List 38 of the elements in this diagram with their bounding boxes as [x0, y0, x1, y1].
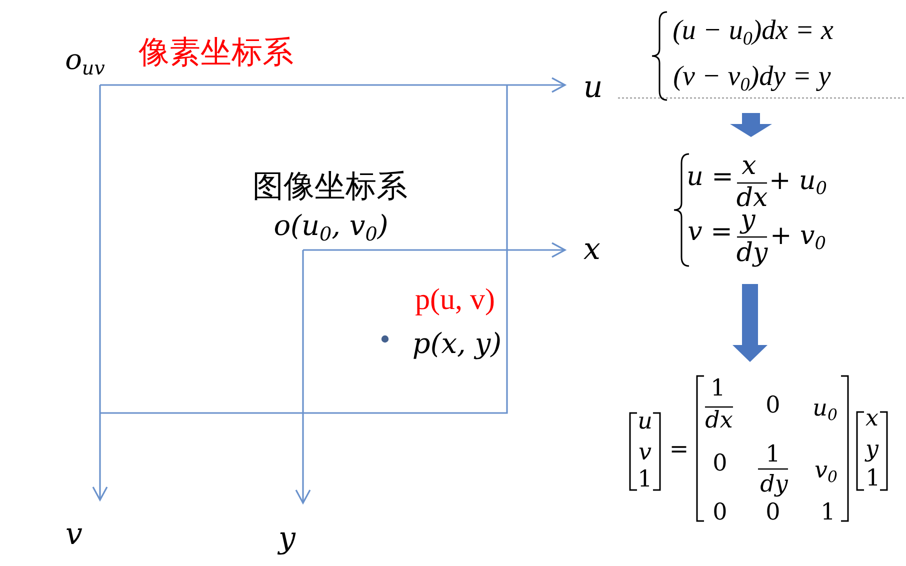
vector-entry: v: [638, 442, 652, 464]
axis-label: v: [66, 520, 82, 550]
vector-entry: 1: [866, 468, 880, 490]
fraction-denominator: dx: [705, 410, 733, 432]
coordinate-system-label: 图像坐标系: [252, 172, 408, 202]
equation-term: u =: [686, 164, 734, 190]
matrix-entry: 0: [712, 502, 728, 524]
equals-sign: =: [669, 438, 689, 462]
point-label: p(u, v): [415, 285, 495, 315]
equation-line: (u − u$_{0}$)dx = x: [672, 17, 834, 45]
matrix-entry: 0: [766, 394, 780, 418]
coordinate-system-label: 像素坐标系: [138, 38, 294, 68]
axis-label: u: [583, 73, 603, 103]
block-arrow: [730, 113, 772, 137]
matrix-entry: 0: [712, 452, 728, 476]
equation-term: v =: [688, 219, 732, 245]
axis-label: x: [584, 235, 600, 265]
vector-entry: u: [638, 410, 652, 434]
block-arrow: [732, 284, 768, 362]
vector-entry: x: [866, 408, 878, 430]
matrix-entry: v$_{0}$: [814, 460, 838, 482]
equation-term: + u$_{0}$: [768, 168, 828, 194]
fraction-numerator: 1: [766, 444, 780, 466]
vector-entry: 1: [638, 468, 652, 492]
origin-label: o$_{uv}$: [65, 46, 105, 74]
point-label: p(x, y): [412, 330, 502, 358]
fraction-denominator: dy: [736, 240, 768, 266]
axis-label: y: [278, 524, 296, 554]
fraction-numerator: 1: [710, 378, 726, 400]
equation-term: + v$_{0}$: [770, 223, 826, 249]
fraction-denominator: dy: [760, 474, 788, 496]
matrix-entry: 0: [766, 502, 780, 524]
vector-entry: y: [866, 438, 878, 462]
equation-line: (v − v$_{0}$)dy = y: [673, 63, 831, 91]
matrix-entry: u$_{0}$: [812, 398, 838, 420]
origin-label: o(u$_{0}$, v$_{0}$): [274, 212, 388, 240]
matrix-entry: 1: [820, 502, 836, 524]
fraction-numerator: x: [742, 153, 756, 179]
